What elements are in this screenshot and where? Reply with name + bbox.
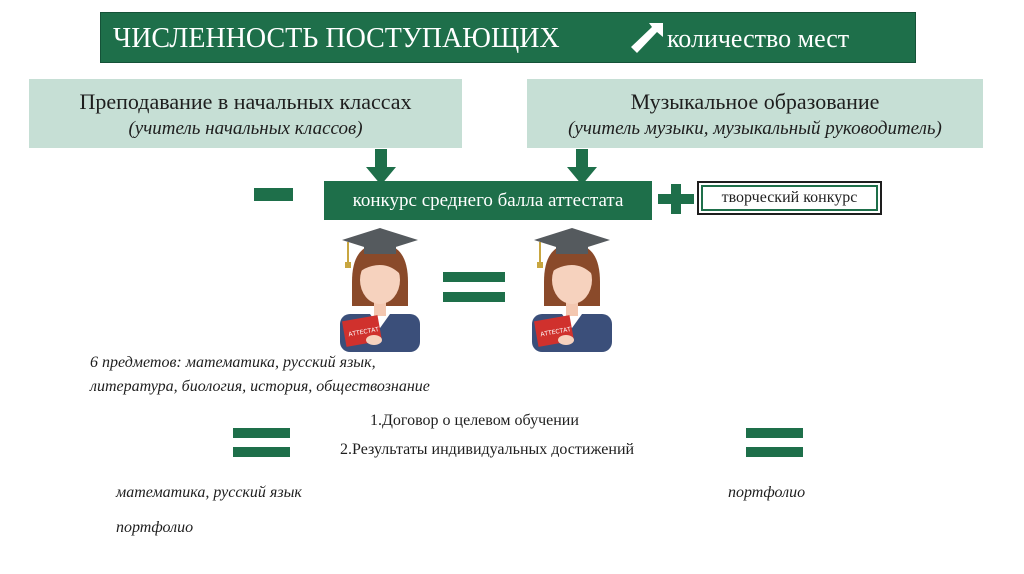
program-primary-teaching: Преподавание в начальных классах (учител… — [29, 79, 462, 148]
title-banner: ЧИСЛЕННОСТЬ ПОСТУПАЮЩИХ количество мест — [100, 12, 916, 63]
program-qualification: (учитель музыки, музыкальный руководител… — [568, 118, 942, 139]
equals-icon — [746, 428, 803, 458]
equals-icon — [233, 428, 290, 458]
subjects-line: литература, биология, история, обществоз… — [90, 378, 430, 395]
plus-icon — [658, 184, 694, 214]
priority-item: 1.Договор о целевом обучении — [370, 412, 579, 429]
program-qualification: (учитель начальных классов) — [128, 118, 363, 139]
program-name: Музыкальное образование — [630, 89, 880, 114]
creative-contest: творческий конкурс — [697, 181, 882, 215]
subjects-list: 6 предметов: математика, русский язык, л… — [90, 351, 430, 399]
equals-icon — [443, 272, 505, 304]
subjects-line: 6 предметов: математика, русский язык, — [90, 354, 376, 371]
arrow-down-icon — [366, 149, 396, 185]
priority-item: 2.Результаты индивидуальных достижений — [340, 441, 635, 458]
arrow-up-right-icon — [631, 23, 663, 53]
left-criteria-subjects: математика, русский язык — [116, 484, 302, 501]
graduate-icon: АТТЕСТАТ — [340, 228, 420, 352]
left-criteria-portfolio: портфолио — [116, 519, 194, 536]
average-score-contest: конкурс среднего балла аттестата — [324, 181, 652, 220]
right-criteria-portfolio: портфолио — [728, 484, 806, 501]
program-name: Преподавание в начальных классах — [79, 89, 412, 114]
graduate-icon: АТТЕСТАТ — [532, 228, 612, 352]
minus-icon — [254, 188, 293, 201]
program-music-education: Музыкальное образование (учитель музыки,… — [527, 79, 983, 148]
title-right-text: количество мест — [667, 24, 850, 53]
arrow-down-icon — [567, 149, 597, 185]
title-left-text: ЧИСЛЕННОСТЬ ПОСТУПАЮЩИХ — [113, 23, 560, 54]
